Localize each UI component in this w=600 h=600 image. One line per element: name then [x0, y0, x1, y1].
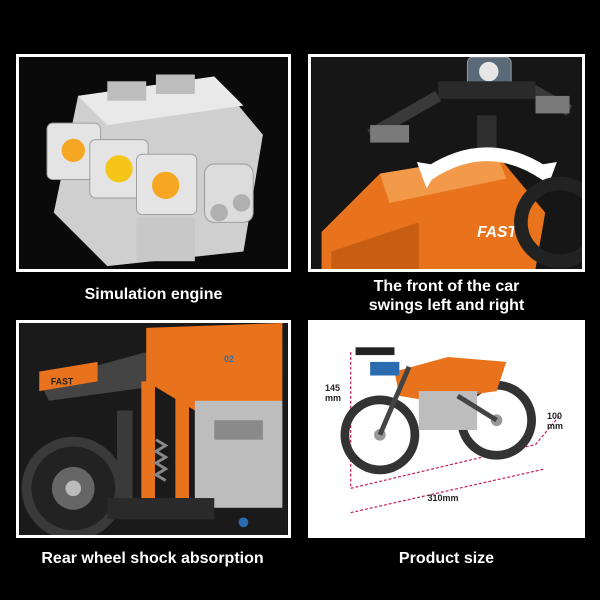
led-1 — [61, 138, 85, 163]
front-swing-illustration: FAST — [311, 57, 582, 269]
product-size-image-panel: 145 mm 100 mm 310mm — [308, 320, 585, 538]
depth-unit: mm — [547, 421, 564, 431]
front-swing-image-panel: FAST — [308, 54, 585, 272]
engine-illustration — [19, 57, 288, 269]
rear-shock-image-panel: FAST 02 — [16, 320, 291, 538]
width-dimension-label: 310mm — [427, 493, 459, 503]
rear-fast-decal: FAST — [51, 376, 74, 386]
rear-shock-illustration: FAST 02 — [19, 323, 288, 535]
height-value: 145 — [325, 383, 341, 393]
depth-value: 100 — [547, 411, 563, 421]
product-size-illustration — [311, 323, 582, 535]
led-3 — [152, 171, 180, 199]
front-swing-caption-line-1: The front of the car — [373, 278, 520, 295]
rear-shock-caption: Rear wheel shock absorption — [41, 550, 264, 567]
depth-dimension-label: 100 mm — [547, 411, 577, 431]
engine-caption: Simulation engine — [84, 286, 223, 303]
engine-image-panel — [16, 54, 291, 272]
height-unit: mm — [325, 393, 342, 403]
number-decal: 02 — [224, 354, 234, 364]
led-2 — [105, 155, 133, 183]
height-dimension-label: 145 mm — [325, 383, 355, 403]
fast-decal: FAST — [477, 224, 518, 241]
front-swing-caption-line-2: swings left and right — [368, 297, 525, 314]
swing-arrow-icon — [424, 147, 549, 180]
front-swing-caption: The front of the car swings left and rig… — [308, 277, 585, 315]
product-size-caption: Product size — [398, 550, 495, 567]
